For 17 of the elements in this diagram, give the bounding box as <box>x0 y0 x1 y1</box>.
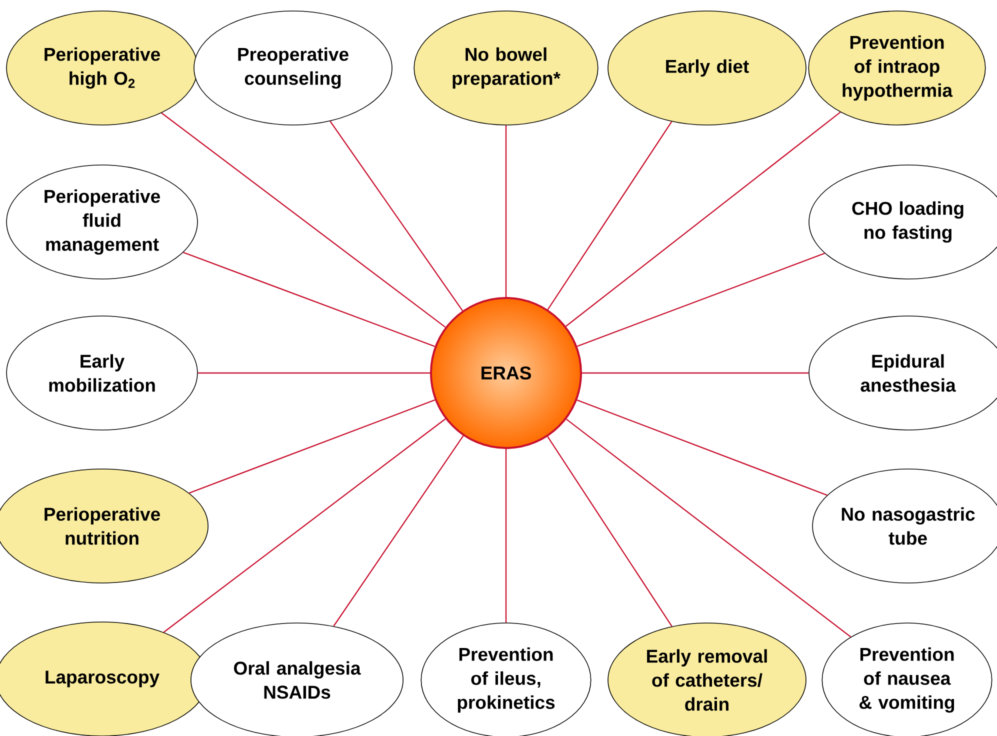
connector-line <box>505 449 507 623</box>
connector-line <box>576 399 828 496</box>
node-label: Oral analgesia NSAIDs <box>234 661 361 699</box>
connector-line <box>566 418 852 638</box>
connector-line <box>576 252 825 347</box>
connector-line <box>582 372 809 374</box>
connector-line <box>547 436 672 627</box>
connector-line <box>183 252 436 347</box>
connector-line <box>163 418 446 633</box>
connector-line <box>333 435 464 626</box>
connector-line <box>188 399 436 494</box>
connector-line <box>161 112 446 328</box>
connector-line <box>330 120 463 312</box>
connector-line <box>566 112 841 327</box>
connector-line <box>198 372 430 374</box>
connector-line <box>505 125 507 297</box>
connector-line <box>547 121 672 310</box>
